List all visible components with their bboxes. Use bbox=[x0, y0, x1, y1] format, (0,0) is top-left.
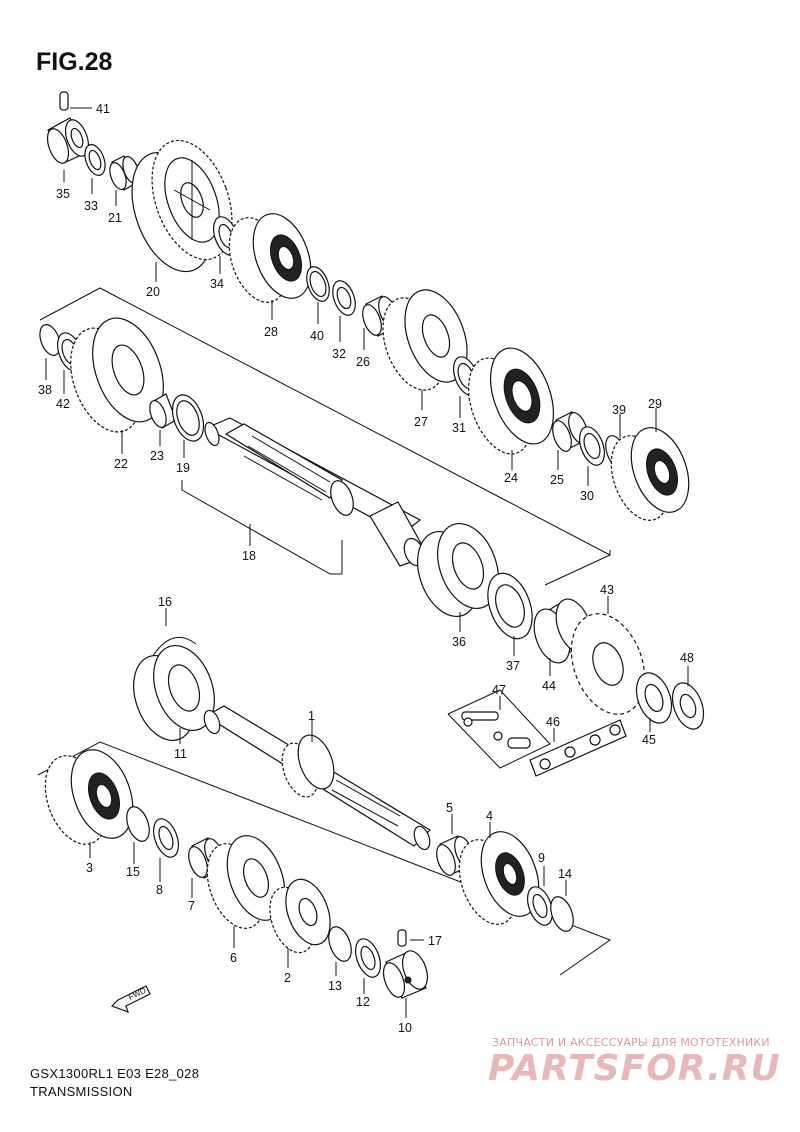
callout-31: 31 bbox=[452, 421, 466, 435]
part-29-gear bbox=[610, 427, 690, 521]
part-28-gear bbox=[228, 213, 312, 303]
part-33-washer bbox=[84, 144, 106, 176]
part-46-chain bbox=[529, 719, 627, 777]
callout-1: 1 bbox=[308, 709, 315, 723]
part-19-ring bbox=[171, 394, 205, 442]
callout-26: 26 bbox=[356, 355, 370, 369]
part-3-gear bbox=[44, 749, 134, 845]
callout-38: 38 bbox=[38, 383, 52, 397]
part-30-washer bbox=[579, 426, 605, 466]
callout-6: 6 bbox=[230, 951, 237, 965]
callout-8: 8 bbox=[156, 883, 163, 897]
callout-4: 4 bbox=[486, 809, 493, 823]
callout-29: 29 bbox=[648, 397, 662, 411]
part-14-circlip bbox=[550, 896, 574, 932]
part-47-chain-joint bbox=[447, 689, 551, 769]
callout-37: 37 bbox=[506, 659, 520, 673]
part-27-gear bbox=[382, 289, 468, 391]
part-43-sprocket bbox=[570, 613, 646, 715]
part-24-gear bbox=[468, 347, 554, 455]
callout-39: 39 bbox=[612, 403, 626, 417]
callout-13: 13 bbox=[328, 979, 342, 993]
callout-47: 47 bbox=[492, 683, 506, 697]
part-18-shaft bbox=[204, 417, 429, 567]
part-22-gear bbox=[70, 317, 164, 433]
watermark-tagline: ЗАПЧАСТИ И АКСЕССУАРЫ ДЛЯ МОТОТЕХНИКИ bbox=[492, 1036, 770, 1049]
callout-42: 42 bbox=[56, 397, 70, 411]
figure-subtitle: TRANSMISSION bbox=[30, 1084, 133, 1099]
part-20-gear bbox=[131, 139, 233, 273]
part-12-washer bbox=[355, 938, 381, 978]
part-23-bushing bbox=[149, 393, 177, 429]
callout-12: 12 bbox=[356, 995, 370, 1009]
callout-32: 32 bbox=[332, 347, 346, 361]
watermark-logo: PARTSFOR.RU bbox=[488, 1048, 781, 1089]
callout-35: 35 bbox=[56, 187, 70, 201]
fwd-arrow-icon bbox=[110, 985, 151, 1014]
callout-7: 7 bbox=[188, 899, 195, 913]
callout-3: 3 bbox=[86, 861, 93, 875]
callout-30: 30 bbox=[580, 489, 594, 503]
part-10-collar bbox=[382, 950, 428, 999]
figure-code: GSX1300RL1 E03 E28_028 bbox=[30, 1066, 200, 1081]
part-15-circlip bbox=[126, 806, 150, 842]
callout-18: 18 bbox=[242, 549, 256, 563]
callout-10: 10 bbox=[398, 1021, 412, 1035]
part-13-circlip bbox=[328, 926, 352, 962]
part-8-washer bbox=[153, 818, 179, 858]
callout-46: 46 bbox=[546, 715, 560, 729]
part-9-washer bbox=[527, 886, 553, 926]
part-45-washer bbox=[635, 672, 673, 724]
upper-group-frame bbox=[39, 287, 612, 586]
callout-28: 28 bbox=[264, 325, 278, 339]
callout-25: 25 bbox=[550, 473, 564, 487]
callout-34: 34 bbox=[210, 277, 224, 291]
callout-11: 11 bbox=[174, 747, 187, 761]
part-37-washer bbox=[487, 572, 533, 640]
part-41-pin bbox=[59, 91, 69, 111]
callout-2: 2 bbox=[284, 971, 291, 985]
part-36-bearing bbox=[417, 522, 499, 618]
callout-45: 45 bbox=[642, 733, 656, 747]
callout-43: 43 bbox=[600, 583, 614, 597]
part-2-gear bbox=[269, 878, 331, 954]
callout-48: 48 bbox=[680, 651, 694, 665]
callout-33: 33 bbox=[84, 199, 98, 213]
part-35-collar bbox=[46, 117, 90, 164]
callout-5: 5 bbox=[446, 801, 453, 815]
callout-21: 21 bbox=[108, 211, 122, 225]
callout-24: 24 bbox=[504, 471, 518, 485]
leader-lines bbox=[45, 107, 689, 1018]
callout-labels: 41 35 33 21 20 34 28 40 32 26 27 31 24 2… bbox=[38, 102, 694, 1035]
callout-20: 20 bbox=[146, 285, 160, 299]
part-32-washer bbox=[332, 280, 356, 316]
callout-16: 16 bbox=[158, 595, 172, 609]
callout-19: 19 bbox=[176, 461, 190, 475]
callout-40: 40 bbox=[310, 329, 324, 343]
part-17-pin bbox=[397, 929, 407, 947]
callout-27: 27 bbox=[414, 415, 428, 429]
part-11-bearing bbox=[133, 644, 215, 742]
callout-23: 23 bbox=[150, 449, 164, 463]
callout-15: 15 bbox=[126, 865, 140, 879]
part-1-shaft bbox=[203, 705, 431, 851]
callout-22: 22 bbox=[114, 457, 128, 471]
callout-36: 36 bbox=[452, 635, 466, 649]
callout-41: 41 bbox=[96, 102, 110, 116]
part-4-gear bbox=[458, 831, 540, 925]
part-40-circlip bbox=[306, 266, 330, 302]
callout-9: 9 bbox=[538, 851, 545, 865]
callout-44: 44 bbox=[542, 679, 556, 693]
callout-14: 14 bbox=[558, 867, 572, 881]
part-38-circlip bbox=[39, 324, 61, 356]
callout-17: 17 bbox=[428, 934, 442, 948]
figure-title: FIG.28 bbox=[36, 48, 113, 76]
part-48-nut bbox=[671, 682, 705, 730]
